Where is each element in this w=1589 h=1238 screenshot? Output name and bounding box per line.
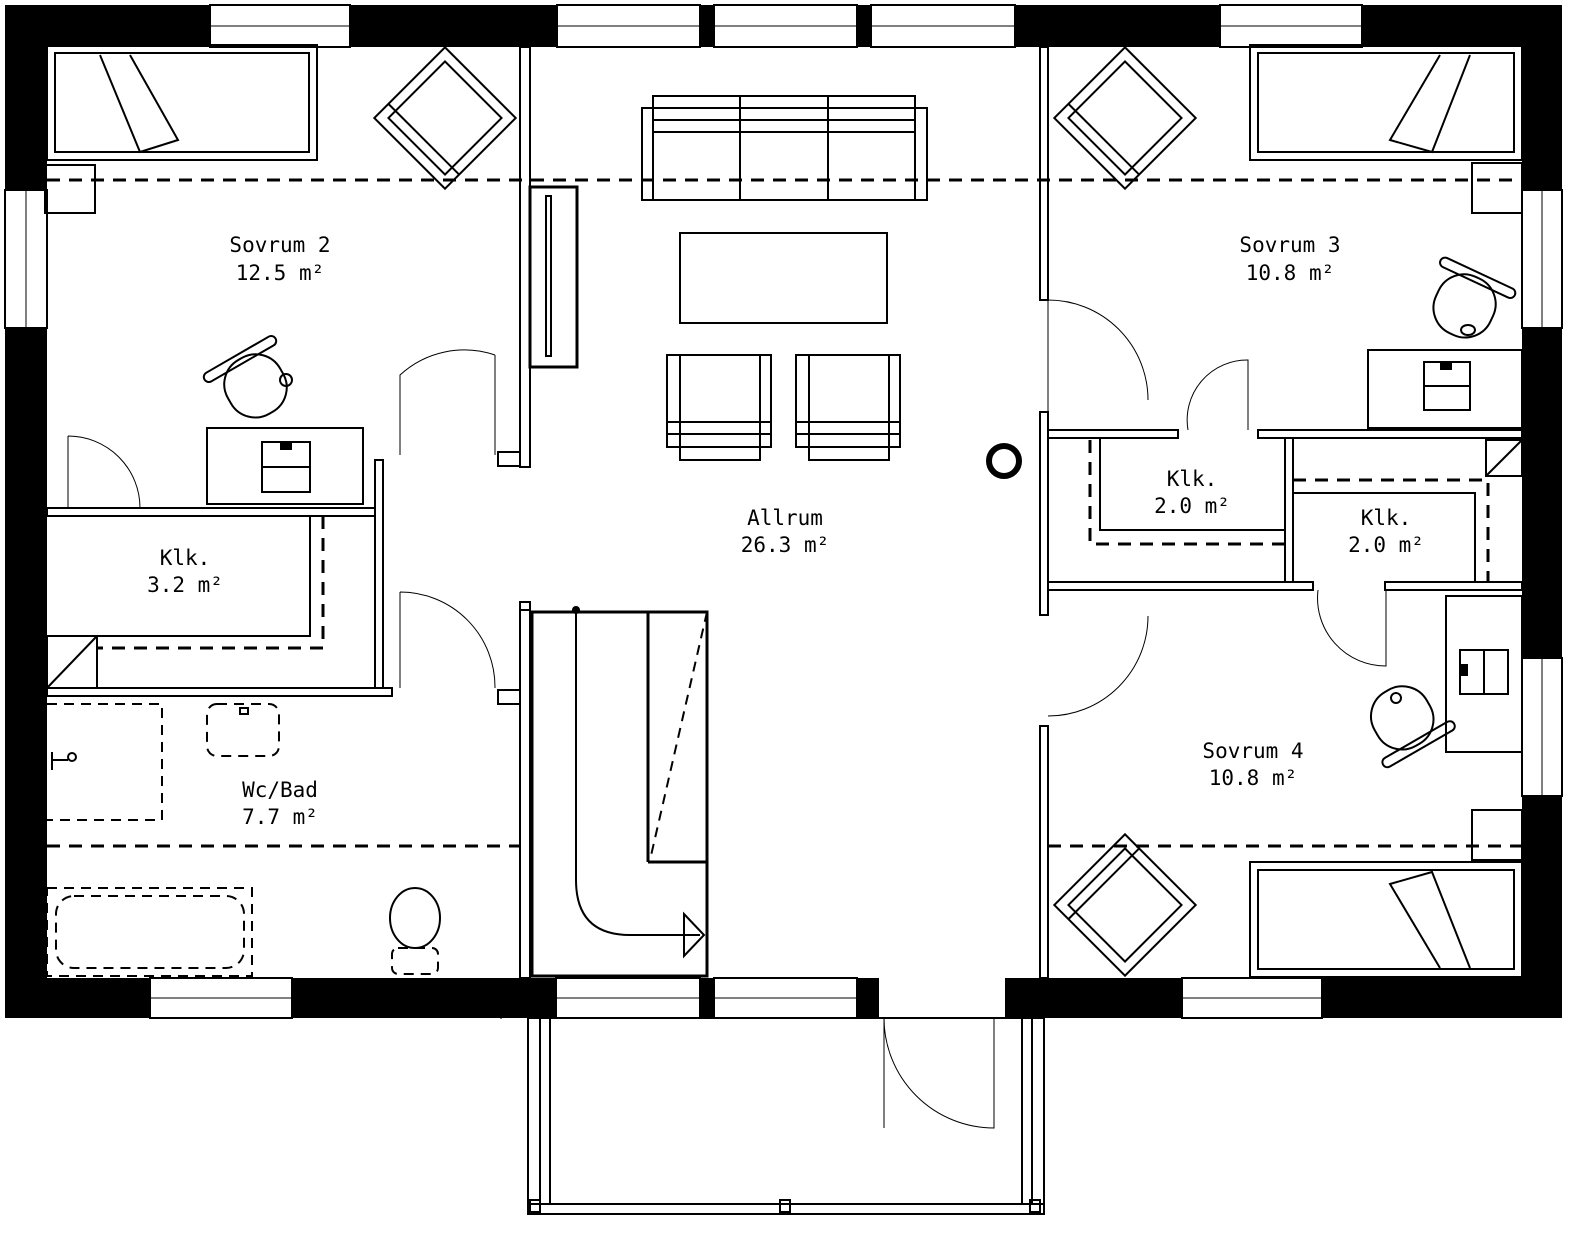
wardrobe <box>528 185 579 369</box>
doors <box>67 299 1387 1129</box>
wcbad-name: Wc/Bad <box>242 778 318 802</box>
klk-mid-area: 2.0 m² <box>1154 494 1230 518</box>
klk-right-name: Klk. <box>1361 506 1412 530</box>
windows <box>4 4 1563 1019</box>
allrum-name: Allrum <box>747 506 823 530</box>
sovrum4-furniture <box>1052 595 1523 978</box>
sovrum3-furniture <box>1052 44 1523 429</box>
wcbad-area: 7.7 m² <box>242 805 318 829</box>
pipe-icon <box>986 443 1022 479</box>
interior-walls <box>46 46 1523 979</box>
sovrum3-name: Sovrum 3 <box>1239 233 1340 257</box>
klk-left-name: Klk. <box>160 546 211 570</box>
exterior-walls <box>5 5 1562 1018</box>
allrum-furniture <box>641 95 1022 479</box>
ceiling-lines <box>47 178 1522 848</box>
staircase <box>530 606 709 978</box>
closet-rails-left <box>46 516 325 689</box>
sovrum2-furniture <box>44 44 518 505</box>
closet-rails-right <box>1088 438 1523 582</box>
klk-right-area: 2.0 m² <box>1348 533 1424 557</box>
sovrum2-area: 12.5 m² <box>236 261 325 285</box>
room-labels: Sovrum 2 12.5 m² Sovrum 3 10.8 m² Allrum… <box>147 233 1424 829</box>
sovrum4-area: 10.8 m² <box>1209 766 1298 790</box>
allrum-area: 26.3 m² <box>741 533 830 557</box>
porch <box>498 988 1045 1215</box>
klk-left-area: 3.2 m² <box>147 573 223 597</box>
klk-mid-name: Klk. <box>1167 467 1218 491</box>
bathroom-fixtures <box>46 703 441 977</box>
wardrobe-rail <box>545 195 552 357</box>
sovrum2-name: Sovrum 2 <box>229 233 330 257</box>
sovrum4-name: Sovrum 4 <box>1202 739 1303 763</box>
sovrum3-area: 10.8 m² <box>1246 261 1335 285</box>
